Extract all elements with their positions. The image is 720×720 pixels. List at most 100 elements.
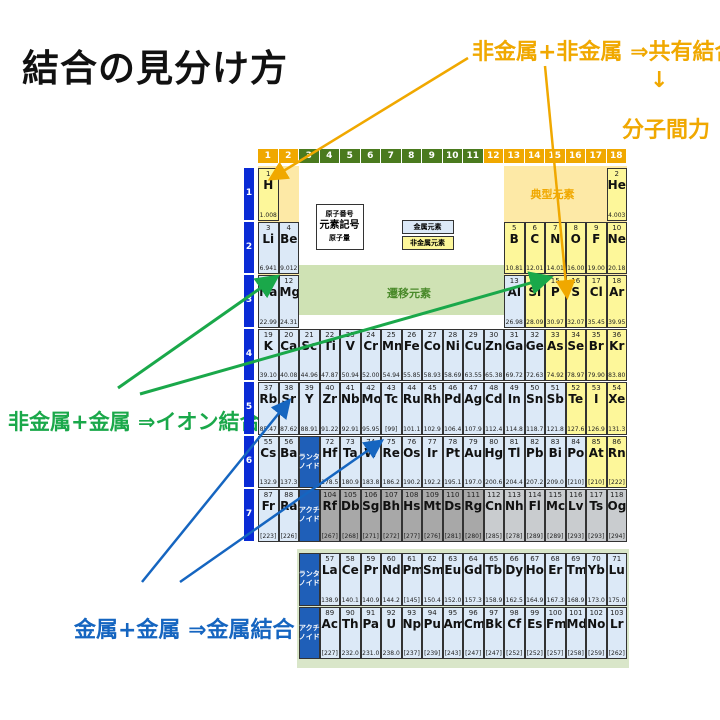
element-cell[interactable]: 23V50.94 [340,328,361,381]
element-cell[interactable]: 95Am[243] [442,606,463,659]
